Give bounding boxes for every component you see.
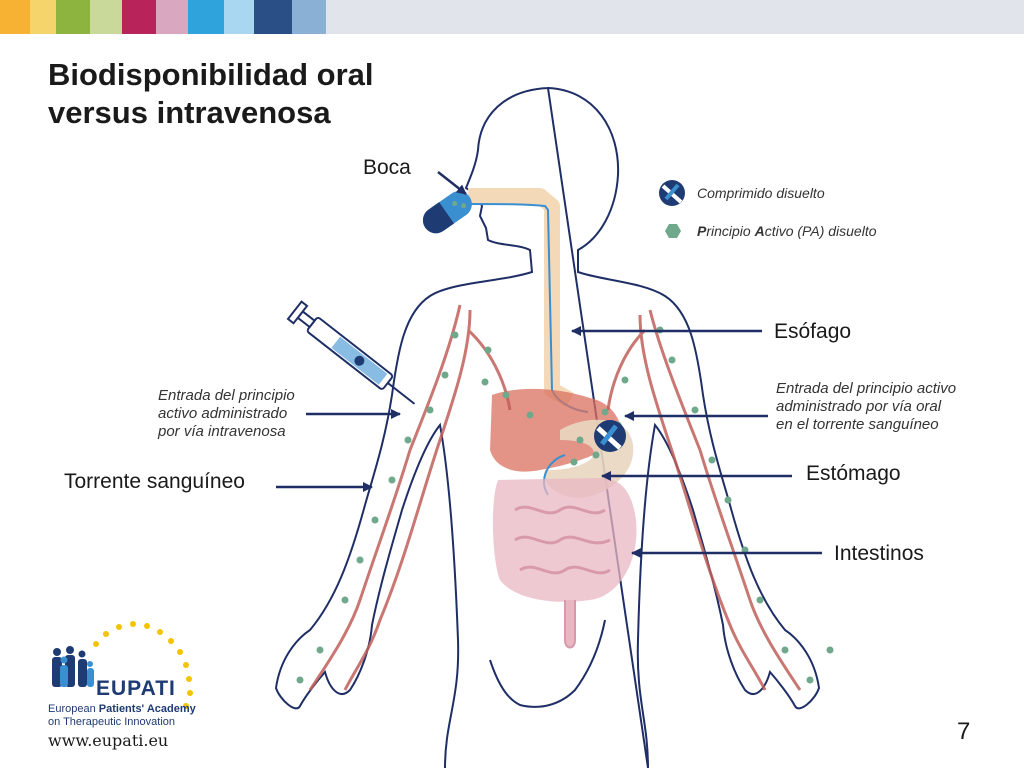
- label-iv-entry-line-1: Entrada del principio: [158, 387, 295, 404]
- label-oral-entry-line-3: en el torrente sanguíneo: [776, 416, 939, 433]
- legend-ingredient-letter-p: P: [697, 223, 707, 239]
- stripe-segment: [56, 0, 90, 34]
- esophagus: [468, 188, 574, 407]
- stripe-segment: [254, 0, 292, 34]
- label-boca: Boca: [363, 156, 411, 179]
- stripe-segment: [0, 0, 30, 34]
- legend-tablet-icon: [659, 180, 685, 206]
- page-title: Biodisponibilidad oral versus intravenos…: [48, 56, 448, 132]
- pill-icon: [422, 191, 472, 234]
- blood-vessels: [308, 304, 802, 691]
- label-oral-entry-line-1: Entrada del principio activo: [776, 380, 957, 397]
- legend-ingredient-part-1: rincipio: [706, 223, 755, 239]
- intestine-coils: [514, 505, 611, 575]
- title-line-2: versus intravenosa: [48, 95, 331, 130]
- label-iv-entry-line-2: activo administrado: [158, 405, 288, 422]
- label-estomago: Estómago: [806, 462, 901, 485]
- body-inner-outline: [489, 619, 606, 708]
- logo-subtitle-1: European Patients' Academy: [48, 703, 196, 715]
- intestines: [492, 478, 637, 602]
- label-iv-entry: Entrada del principio activo administrad…: [158, 387, 295, 441]
- label-intestinos: Intestinos: [834, 542, 924, 565]
- logo-subtitle-2: on Therapeutic Innovation: [48, 716, 175, 728]
- label-oral-entry: Entrada del principio activo administrad…: [776, 380, 956, 434]
- legend-dissolved-tablet: Comprimido disuelto: [697, 185, 825, 201]
- liver: [490, 388, 621, 472]
- title-line-1: Biodisponibilidad oral: [48, 57, 374, 92]
- logo-url[interactable]: www.eupati.eu: [48, 731, 169, 750]
- logo-name: EUPATI: [96, 677, 176, 700]
- stripe-segment: [224, 0, 254, 34]
- stripe-segment: [30, 0, 56, 34]
- logo-sub1-bold: Patients' Academy: [98, 703, 196, 715]
- stripe-segment: [326, 0, 1024, 34]
- callout-arrows: [276, 171, 822, 558]
- syringe-icon: [286, 300, 416, 405]
- stripe-segment: [292, 0, 326, 34]
- eupati-logo-graphic: [52, 621, 193, 709]
- dissolving-tablet-icon: [594, 420, 626, 452]
- legend-active-ingredient: Principio Activo (PA) disuelto: [697, 223, 877, 239]
- stripe-segment: [122, 0, 156, 34]
- legend-ingredient-part-2: ctivo (PA) disuelto: [764, 223, 877, 239]
- legend-ingredient-letter-a: A: [754, 223, 765, 239]
- label-torrente: Torrente sanguíneo: [64, 470, 245, 493]
- stripe-segment: [90, 0, 122, 34]
- logo-sub1-prefix: European: [48, 703, 99, 715]
- label-iv-entry-line-3: por vía intravenosa: [158, 423, 286, 440]
- label-esofago: Esófago: [774, 320, 852, 343]
- stripe-segment: [156, 0, 188, 34]
- page-number: 7: [957, 718, 971, 745]
- header-color-stripe: [0, 0, 1024, 34]
- label-oral-entry-line-2: administrado por vía oral: [776, 398, 942, 415]
- legend-hexagon-icon: [665, 224, 681, 238]
- stripe-segment: [188, 0, 224, 34]
- body-outline: [274, 86, 821, 768]
- rectum: [564, 600, 576, 649]
